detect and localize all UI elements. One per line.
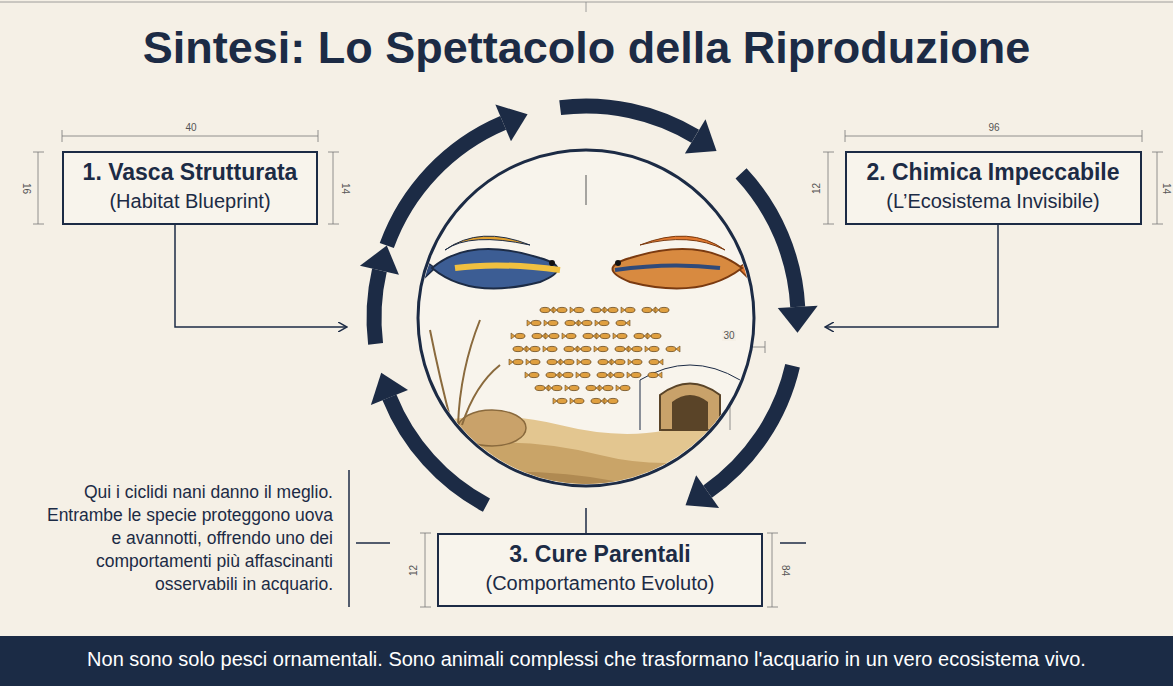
box-subtitle: (Comportamento Evoluto) [449,569,751,597]
dimension-label: 30 [722,330,735,341]
note-text: Qui i ciclidi nani danno il meglio. Entr… [33,481,333,596]
fish-left [410,236,560,288]
text-box: 3. Cure Parentali(Comportamento Evoluto) [437,533,763,607]
cycle-arrows [360,104,818,508]
dimension-lines [33,130,1163,607]
text-box: 1. Vasca Strutturata(Habitat Blueprint) [62,151,318,225]
habitat-scene [410,175,770,500]
box-heading: 1. Vasca Strutturata [74,157,306,187]
box-subtitle: (L’Ecosistema Invisibile) [857,187,1130,215]
dimension-label: 14 [341,181,352,194]
dimension-label: 14 [1162,181,1173,194]
text-box: 2. Chimica Impeccabile(L’Ecosistema Invi… [845,151,1142,225]
caption: Non sono solo pesci ornamentali. Sono an… [0,648,1173,671]
dimension-label: 40 [184,122,197,133]
box-heading: 3. Cure Parentali [449,539,751,569]
fish-right [613,236,766,290]
box-subtitle: (Habitat Blueprint) [74,187,306,215]
dimension-label: 12 [812,181,823,194]
dimension-label: 96 [987,122,1000,133]
box-heading: 2. Chimica Impeccabile [857,157,1130,187]
dimension-label: 16 [22,181,33,194]
dimension-label: 84 [781,563,792,576]
title: Sintesi: Lo Spettacolo della Riproduzion… [0,22,1173,74]
dimension-label: 12 [409,563,420,576]
